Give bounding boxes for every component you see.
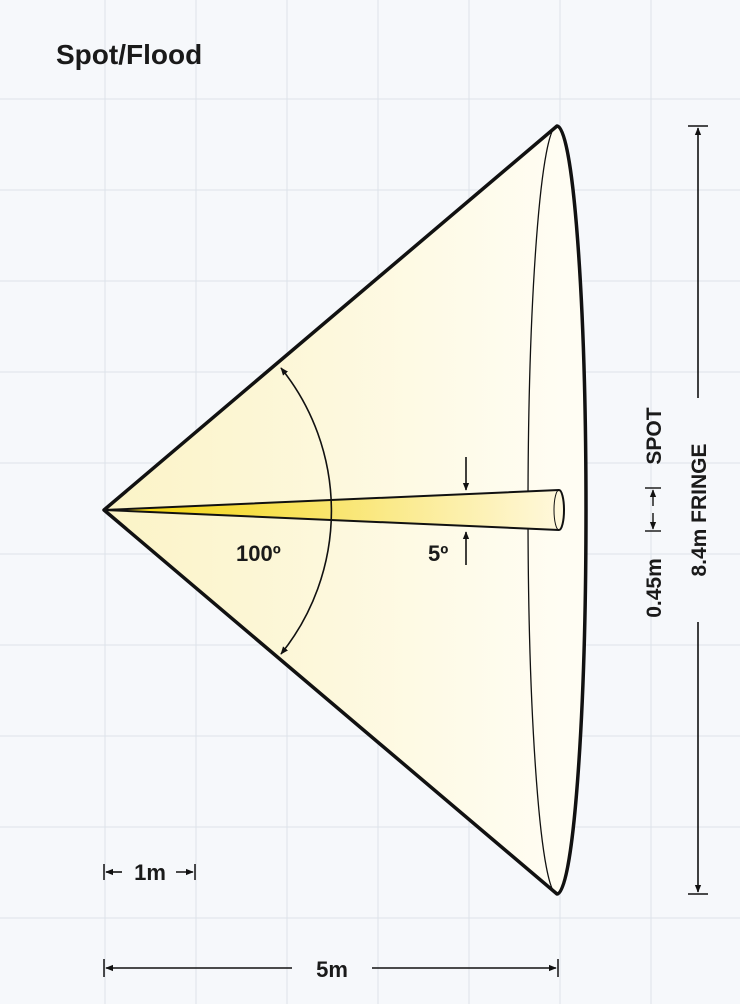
- flood-angle-label: 100º: [236, 541, 281, 566]
- spot-beam: [103, 489, 565, 531]
- spot-beam-rim: [553, 489, 560, 531]
- spot-word-label: SPOT: [643, 407, 666, 464]
- spot-angle-label: 5º: [428, 541, 448, 566]
- diagram-title: Spot/Flood: [56, 39, 202, 70]
- flood-angle-arc: [280, 367, 333, 655]
- fringe-word-text: FRINGE: [688, 443, 711, 522]
- spot-diameter-label: 0.45m: [643, 558, 666, 618]
- scale-label: 1m: [134, 860, 166, 885]
- fringe-diameter-text: 8.4m: [688, 529, 711, 577]
- fringe-label: 8.4m FRINGE: [688, 443, 711, 576]
- throw-distance-label: 5m: [316, 957, 348, 982]
